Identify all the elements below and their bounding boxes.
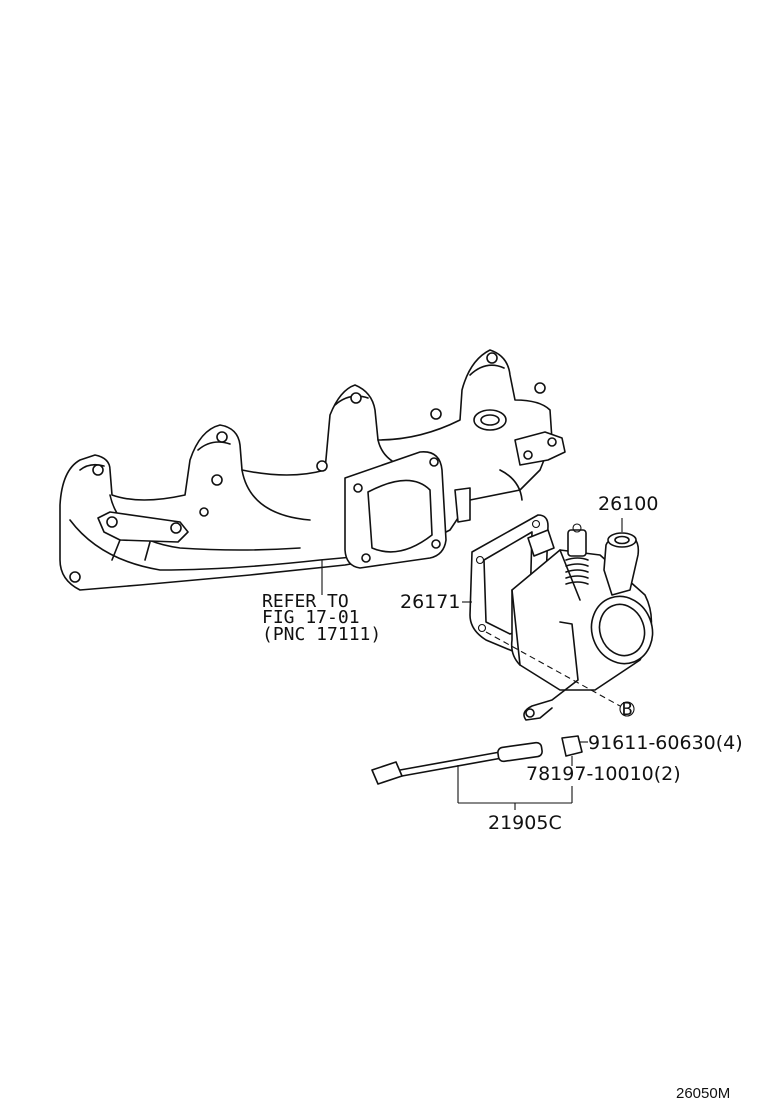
- diagram-code: 26050M: [676, 1085, 730, 1102]
- label-bolt: 91611-60630(4): [588, 732, 743, 754]
- housing-26100: B: [485, 518, 654, 721]
- exhaust-manifold: [59, 349, 566, 595]
- refer-line-3: (PNC 17111): [262, 624, 381, 645]
- sensor-rod-21905c: [371, 735, 588, 810]
- refer-line-2: FIG 17-01: [262, 607, 360, 628]
- label-grommet: 78197-10010(2): [526, 763, 681, 785]
- label-assembly: 21905C: [488, 812, 562, 834]
- label-26100: 26100: [598, 493, 658, 515]
- refer-line-1: REFER TO: [262, 591, 349, 612]
- callout-b: B: [622, 699, 633, 720]
- label-26171: 26171: [400, 591, 460, 613]
